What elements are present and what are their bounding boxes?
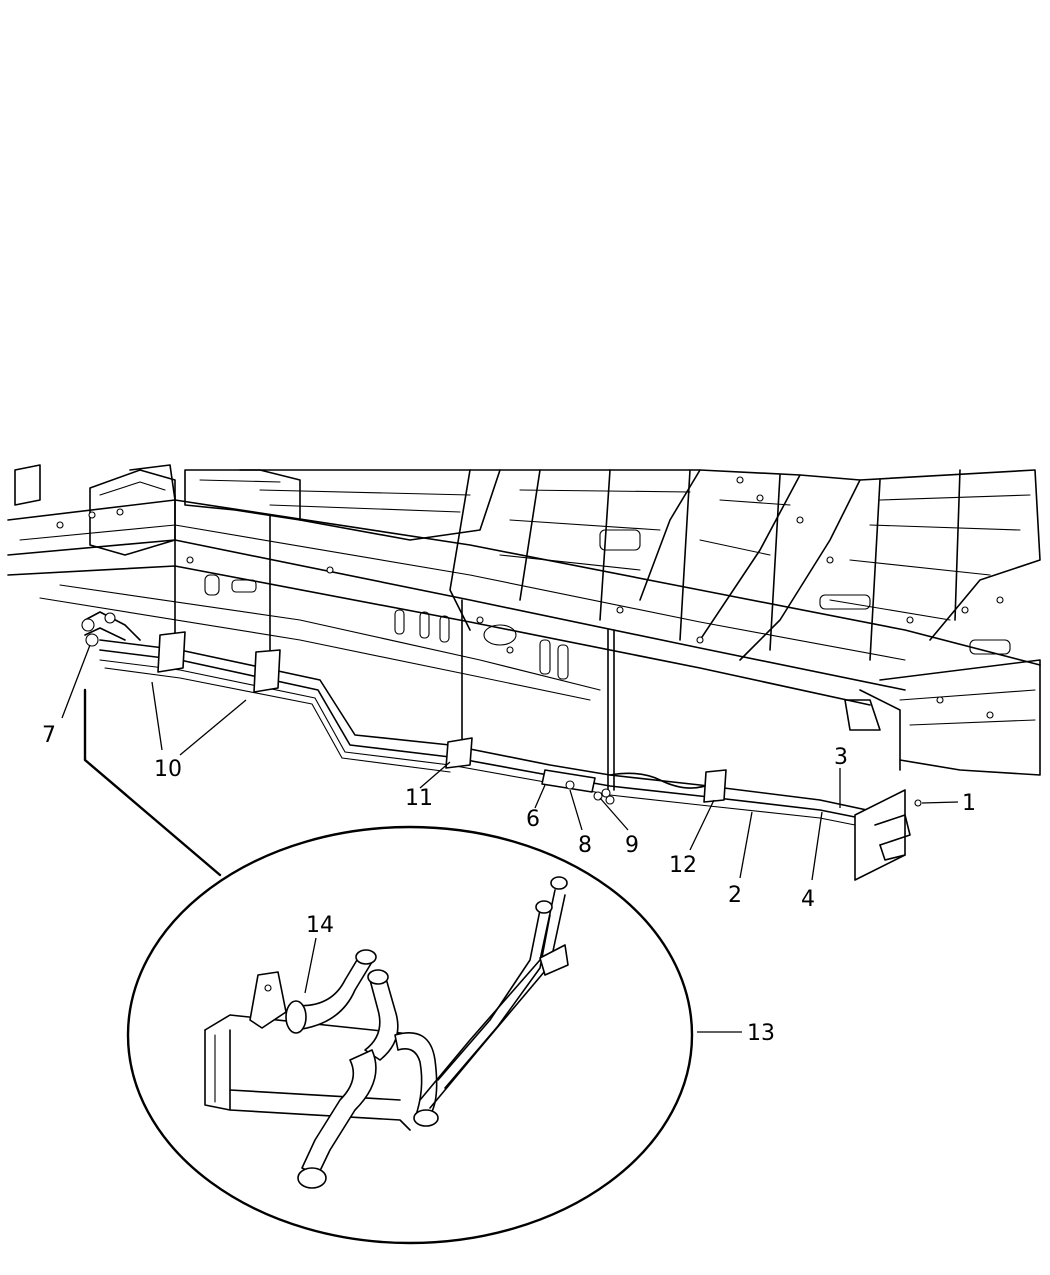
callout-12: 12 [669,853,697,878]
callout-10: 10 [154,757,182,782]
leader-8 [569,789,583,831]
leader-11 [419,761,451,789]
leader-1 [921,801,959,804]
callout-8: 8 [578,833,592,858]
detail-ellipse [126,825,694,1245]
leader-7 [61,644,91,719]
detail-view-heater-core-hoses [83,688,694,1245]
callout-7: 7 [42,723,56,748]
callout-labels: 1 2 3 4 6 7 8 9 10 11 12 13 14 [42,723,976,1046]
leader-6 [534,784,546,809]
leader-10b [179,699,247,756]
callout-13: 13 [747,1021,775,1046]
leader-14 [304,937,317,994]
leader-12 [689,799,715,851]
leader-9 [599,797,629,831]
callout-11: 11 [405,786,433,811]
callout-2: 2 [728,883,742,908]
heater-tube-assembly [81,494,922,881]
vehicle-underbody-frame [7,464,1041,776]
leader-lines [61,644,959,1033]
callout-9: 9 [625,833,639,858]
callout-14: 14 [306,913,334,938]
leader-2 [739,811,753,879]
detail-pointer-line [83,688,222,877]
callout-1: 1 [962,791,976,816]
callout-6: 6 [526,807,540,832]
leader-10a [151,681,163,751]
callout-4: 4 [801,887,815,912]
callout-3: 3 [834,745,848,770]
leader-4 [811,811,823,881]
